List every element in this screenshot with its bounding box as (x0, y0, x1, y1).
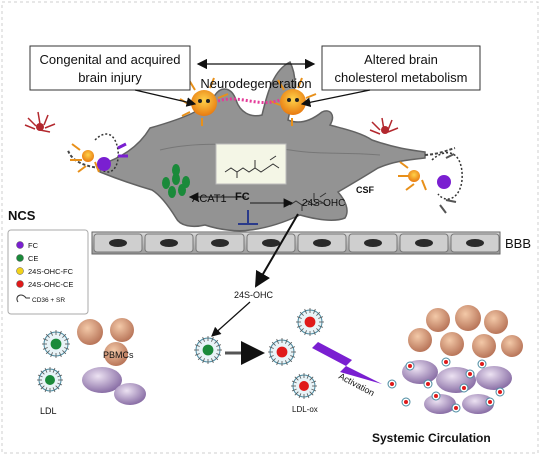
lipoprotein (194, 336, 222, 364)
bbb-cell-nucleus (109, 239, 127, 247)
systemic-circulation-label: Systemic Circulation (372, 431, 491, 445)
ldl-label: LDL (40, 406, 57, 416)
left-astrocyte-cluster (24, 111, 128, 173)
bbb-cells (93, 233, 500, 253)
box-cholesterol (321, 45, 481, 91)
acat1-label: ACAT1 (192, 193, 227, 205)
box-cholesterol-line2: cholesterol metabolism (335, 70, 468, 85)
bbb-cell-nucleus (211, 239, 229, 247)
systemic-dot-core (468, 372, 472, 376)
legend-items: FC CE 24S-OHC-FC 24S-OHC-CE (16, 241, 74, 289)
ohc-to-lipoprotein-arrow (211, 301, 251, 337)
molecule-panel (215, 143, 287, 185)
right-astrocyte-cluster (369, 117, 463, 214)
bbb-cell-nucleus (313, 239, 331, 247)
legend-swatch (16, 267, 24, 275)
pbmcs-label: PBMCs (103, 350, 134, 360)
systemic-dot-core (480, 362, 484, 366)
legend-swatch (16, 254, 24, 262)
systemic-dot-core (404, 400, 408, 404)
arrow-injury-to-microglia (134, 89, 197, 107)
pbmc-cluster-left (77, 318, 146, 405)
bbb-cell-nucleus (466, 239, 484, 247)
ldl-ox-label: LDL-ox (292, 405, 318, 414)
ohc-bottom-label: 24S-OHC (234, 290, 274, 300)
legend-label: 24S-OHC-CE (28, 280, 73, 289)
systemic-dot-core (426, 382, 430, 386)
systemic-dot-core (444, 360, 448, 364)
box-brain-injury-line2: brain injury (78, 70, 142, 85)
legend-swatch (16, 280, 24, 288)
ce-cluster (162, 164, 190, 198)
lipoproteins (37, 308, 324, 399)
left-axon (67, 149, 101, 169)
lipoprotein (268, 338, 296, 366)
neurodegeneration-label: Neurodegeneration (200, 76, 311, 91)
legend-label: 24S-OHC-FC (28, 267, 74, 276)
bbb-barrier (91, 231, 501, 255)
box-cholesterol-line1: Altered brain (364, 52, 438, 67)
bbb-label: BBB (505, 236, 531, 251)
molecule-fc-structure (224, 155, 280, 178)
bbb-cell-nucleus (364, 239, 382, 247)
systemic-dot-core (408, 364, 412, 368)
legend-receptor: CD36 + SR (32, 297, 65, 304)
legend-label: CE (28, 254, 38, 263)
systemic-dot-core (462, 386, 466, 390)
receptor-icon (16, 294, 30, 303)
csf-label: CSF (356, 185, 375, 195)
systemic-dot-core (454, 406, 458, 410)
systemic-dot-core (488, 400, 492, 404)
systemic-dot-core (434, 394, 438, 398)
lipoprotein (37, 367, 63, 393)
inhibition-mark (238, 210, 258, 225)
molecule-ohc-structure (289, 192, 327, 211)
box-brain-injury-line1: Congenital and acquired (40, 52, 181, 67)
systemic-lipoprotein-dots (387, 357, 505, 413)
bbb-cell-nucleus (262, 239, 280, 247)
fc-label: FC (235, 191, 250, 203)
ohc-efflux-arrow (254, 213, 299, 288)
systemic-dot-core (498, 390, 502, 394)
neuron-fiber (159, 143, 381, 156)
bbb-cell-nucleus (415, 239, 433, 247)
microglia-link (217, 97, 281, 105)
arrow-cholesterol-to-microglia (300, 89, 371, 108)
legend-swatch (16, 241, 24, 249)
ncs-label: NCS (8, 208, 36, 223)
systemic-dot-core (390, 382, 394, 386)
ohc-neuron-label: 24S-OHC (302, 198, 345, 209)
lipoprotein (296, 308, 324, 336)
lipoprotein (291, 373, 317, 399)
legend-label: FC (28, 241, 39, 250)
lipoprotein (42, 330, 70, 358)
legend-box (7, 229, 89, 315)
bbb-cell-nucleus (160, 239, 178, 247)
box-brain-injury (29, 45, 191, 91)
activation-bolt (312, 342, 382, 384)
